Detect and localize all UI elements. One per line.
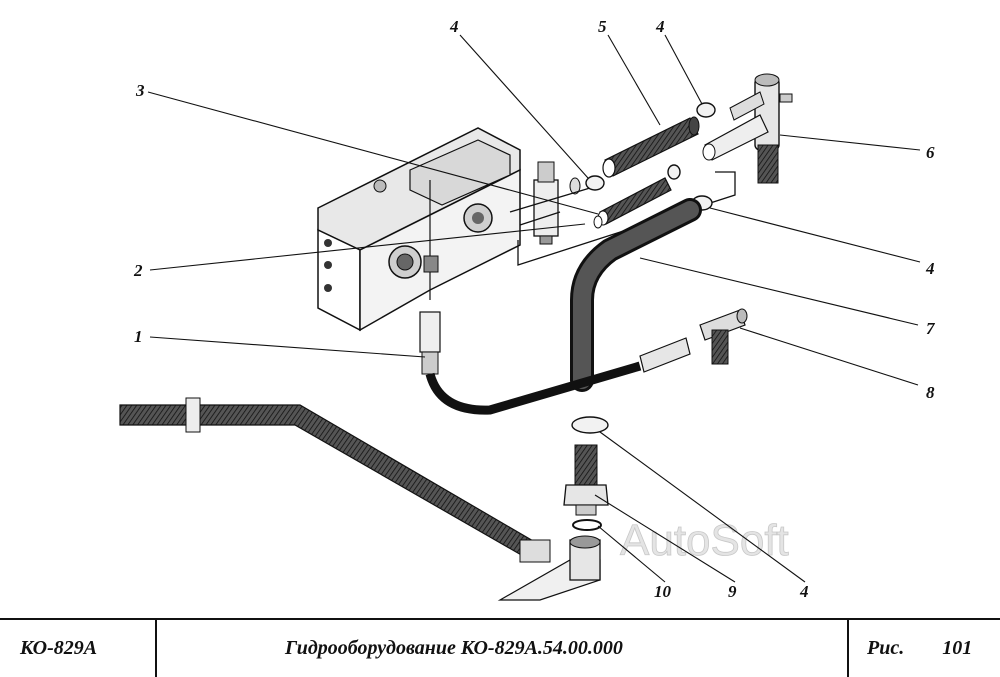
model-code: КО-829А (0, 620, 157, 677)
hydraulic-equipment-drawing: AutoSoft 1 2 3 4 4 4 4 5 6 7 8 9 10 (119, 17, 936, 601)
drawing-title: Гидрооборудование КО-829А.54.00.000 (157, 620, 849, 677)
title-block: КО-829А Гидрооборудование КО-829А.54.00.… (0, 618, 1000, 677)
callout-4-top-right: 4 (655, 17, 665, 36)
valve-fitting (533, 161, 581, 245)
callout-7: 7 (926, 319, 936, 338)
callout-2: 2 (133, 261, 143, 280)
hose-5 (602, 116, 700, 178)
callout-labels: 1 2 3 4 4 4 4 5 6 7 8 9 10 (133, 17, 936, 601)
leader-lines (147, 34, 921, 583)
callout-6: 6 (926, 143, 935, 162)
callout-5: 5 (598, 17, 607, 36)
callout-4-right: 4 (925, 259, 935, 278)
union-fitting-9 (563, 444, 609, 516)
main-pipe (119, 397, 601, 601)
tee-fitting-6 (702, 73, 793, 184)
figure-reference: Рис. 101 (849, 620, 1000, 677)
o-ring-10 (572, 519, 602, 531)
callout-8: 8 (926, 383, 935, 402)
callout-4-bottom: 4 (799, 582, 809, 601)
callout-3: 3 (135, 81, 145, 100)
callout-4-top-left: 4 (449, 17, 459, 36)
tee-fitting-8 (699, 308, 748, 365)
pump-unit (317, 127, 521, 332)
routing-brackets (509, 171, 736, 266)
callout-10: 10 (654, 582, 672, 601)
figure-number: 101 (942, 637, 973, 659)
pressure-hose-1 (419, 311, 691, 415)
tube-segments (593, 177, 672, 229)
callout-9: 9 (728, 582, 737, 601)
figure-label: Рис. (867, 637, 905, 659)
callout-1: 1 (134, 327, 143, 346)
watermark: AutoSoft (620, 516, 789, 565)
